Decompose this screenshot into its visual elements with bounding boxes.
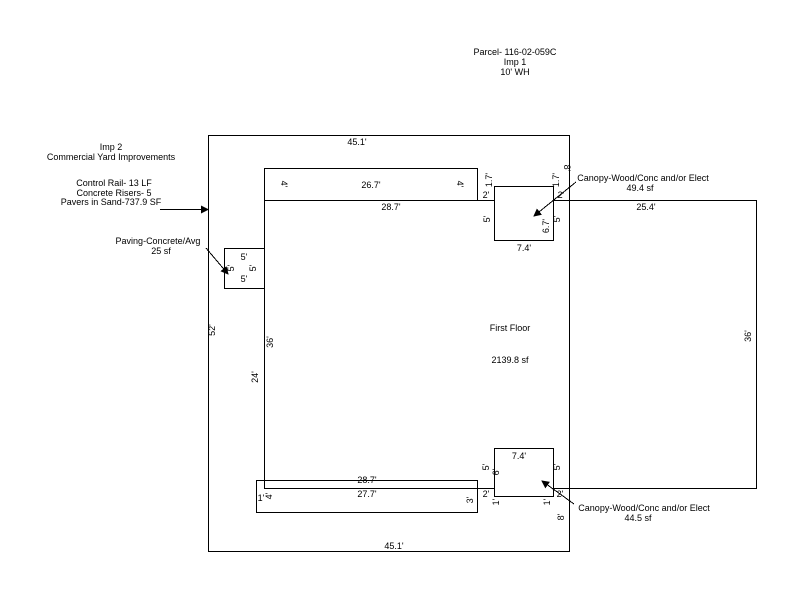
parcel-label: Parcel- 116-02-059C	[474, 47, 557, 57]
outer-yard-boundary	[208, 135, 570, 552]
dim-ct-upper-right: 1.7'	[551, 173, 561, 188]
canopy-top-outline	[494, 186, 554, 241]
dim-ct-gap-left: 2'	[483, 190, 490, 200]
dim-cb-left: 5'	[481, 463, 491, 470]
dim-cb-right: 5'	[552, 463, 562, 470]
canopy-bottom-label: Canopy-Wood/Conc and/or Elect	[578, 503, 710, 513]
imp2-title: Imp 2	[100, 142, 123, 152]
dim-strip-top: 26.7'	[361, 180, 381, 190]
paving-arrow	[205, 247, 229, 275]
dim-strip-bottom-left-a: 1'	[258, 493, 265, 503]
dim-strip-top-right: 4'	[455, 181, 465, 188]
dim-cb-lower-right: 1'	[542, 498, 552, 505]
imp2-subtitle: Commercial Yard Improvements	[47, 152, 176, 162]
dim-bldg-right: 36'	[743, 330, 753, 342]
dim-bldg-top-right: 25.4'	[636, 202, 656, 212]
canopy-top-arrow	[533, 181, 577, 217]
dim-ct-inner: 6.7'	[541, 219, 551, 234]
dim-yard-left: 24'	[250, 371, 260, 383]
dim-cb-top: 7.4'	[512, 451, 527, 461]
canopy-bottom-arrow	[541, 480, 575, 505]
dim-outer-top: 45.1'	[347, 137, 367, 147]
dim-bldg-left: 36'	[265, 336, 275, 348]
dim-pave-bottom: 5'	[241, 274, 248, 284]
dim-ct-upper-left: 1.7'	[484, 173, 494, 188]
dim-strip-top-left: 4'	[279, 181, 289, 188]
paving-label: Paving-Concrete/Avg	[116, 236, 201, 246]
dim-cb-inner: 6'	[491, 468, 501, 475]
dim-strip-bottom-right: 3'	[465, 496, 475, 503]
first-floor-outline	[264, 200, 757, 489]
dim-pave-top: 5'	[241, 252, 248, 262]
dim-pave-right: 5'	[248, 264, 258, 271]
imp2-item: Concrete Risers- 5	[76, 188, 151, 198]
dim-cb-lower-left: 1'	[491, 498, 501, 505]
dim-cb-gap-left: 2'	[483, 489, 490, 499]
dim-outer-bottom: 45.1'	[384, 541, 404, 551]
paving-area: 25 sf	[151, 246, 171, 256]
dim-pave-left: 5'	[226, 264, 236, 271]
dim-strip-bottom: 27.7'	[357, 489, 377, 499]
canopy-bottom-outline	[494, 448, 554, 497]
wall-height-label: 10' WH	[500, 67, 529, 77]
canopy-bottom-area: 44.5 sf	[624, 513, 652, 523]
dim-outer-left: 52'	[207, 324, 217, 336]
first-floor-area: 2139.8 sf	[491, 355, 529, 365]
dim-bldg-bottom-left: 28.7'	[357, 475, 377, 485]
dim-cb-gap-right: 2'	[557, 489, 564, 499]
canopy-top-label: Canopy-Wood/Conc and/or Elect	[577, 173, 709, 183]
dim-ct-bottom: 7.4'	[517, 243, 532, 253]
imp2-item: Control Rail- 13 LF	[76, 178, 152, 188]
dim-ct-gap-right: 2'	[558, 190, 565, 200]
dim-cb-lower-right-b: 8'	[556, 513, 566, 520]
dim-ct-left: 5'	[482, 215, 492, 222]
dim-ct-upper-right-b: 8'	[562, 165, 572, 172]
dim-ct-right: 5'	[552, 215, 562, 222]
imp2-item: Pavers in Sand-737.9 SF	[61, 197, 162, 207]
dim-strip-bottom-left-b: 4'	[264, 492, 274, 499]
dim-bldg-top-left: 28.7'	[381, 202, 401, 212]
imp-label: Imp 1	[504, 57, 527, 67]
bottom-strip	[256, 480, 478, 513]
canopy-top-area: 49.4 sf	[626, 183, 654, 193]
first-floor-label: First Floor	[490, 323, 531, 333]
